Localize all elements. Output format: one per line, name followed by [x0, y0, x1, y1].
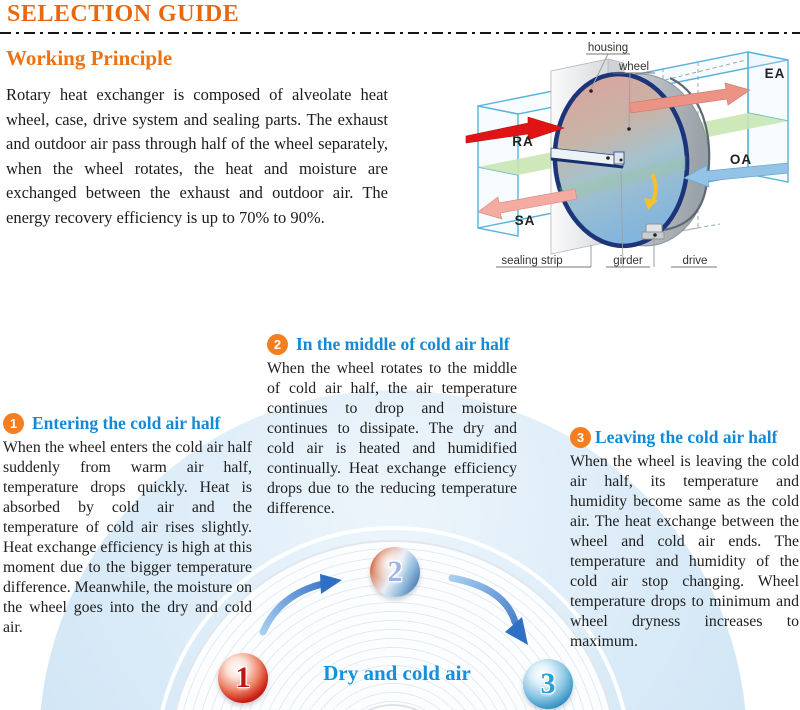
wheel-badge-3: 3	[523, 659, 573, 709]
ra-arrow	[465, 116, 565, 144]
step-2-number-badge: 2	[267, 334, 288, 355]
label-ea: EA	[765, 66, 786, 81]
step-2-header: 2 In the middle of cold air half	[267, 334, 517, 355]
label-ra: RA	[512, 134, 534, 149]
page-title: SELECTION GUIDE	[7, 1, 240, 27]
leader-lines	[496, 53, 717, 268]
wheel-center-label: Dry and cold air	[323, 661, 471, 685]
drive-motor	[641, 223, 665, 240]
step-1-body: When the wheel enters the cold air half …	[3, 439, 252, 636]
step-1-number-badge: 1	[3, 413, 24, 434]
step-1-header: 1 Entering the cold air half	[3, 413, 252, 434]
step-3-number-badge: 3	[570, 427, 591, 448]
arrow-1-to-2	[259, 580, 327, 636]
step-2-title: In the middle of cold air half	[296, 334, 510, 354]
step-3-header: 3 Leaving the cold air half	[570, 427, 799, 448]
working-principle-body: Rotary heat exchanger is composed of alv…	[6, 85, 388, 227]
label-wheel: wheel	[618, 61, 649, 73]
label-oa: OA	[730, 152, 752, 167]
heat-exchanger-diagram: housing wheel EA RA OA SA sealing strip …	[465, 42, 789, 268]
working-principle-section: Working Principle Rotary heat exchanger …	[6, 46, 388, 230]
label-sealing-strip: sealing strip	[501, 255, 562, 267]
step-2-body: When the wheel rotates to the middle of …	[267, 360, 517, 517]
step-3-section: 3 Leaving the cold air half When the whe…	[570, 427, 799, 652]
label-sa: SA	[515, 213, 536, 228]
plane-tint-on-wheel	[558, 156, 686, 202]
arrow-2-to-3	[448, 574, 519, 626]
sa-arrow	[477, 188, 578, 220]
rotation-arrow	[644, 173, 658, 210]
wheel-badge-2: 2	[370, 547, 420, 597]
label-housing: housing	[588, 42, 628, 54]
reference-dots	[589, 89, 657, 237]
rotation-flow-arrows	[259, 574, 528, 645]
wheel-badge-1: 1	[218, 653, 268, 703]
label-drive: drive	[683, 255, 708, 267]
oa-arrow	[683, 162, 789, 188]
ea-arrow	[628, 82, 751, 114]
step-3-body: When the wheel is leaving the cold air h…	[570, 453, 799, 650]
label-girder: girder	[613, 255, 643, 267]
step-3-title: Leaving the cold air half	[595, 427, 778, 447]
arrow-1-to-2-head	[320, 574, 342, 594]
girder-bar	[550, 147, 625, 169]
dash-dot-divider	[0, 32, 800, 34]
step-1-title: Entering the cold air half	[32, 413, 221, 433]
arrow-2-to-3-head	[505, 617, 528, 645]
step-1-section: 1 Entering the cold air half When the wh…	[3, 413, 252, 638]
step-2-section: 2 In the middle of cold air half When th…	[267, 334, 517, 519]
working-principle-heading: Working Principle	[6, 46, 173, 70]
